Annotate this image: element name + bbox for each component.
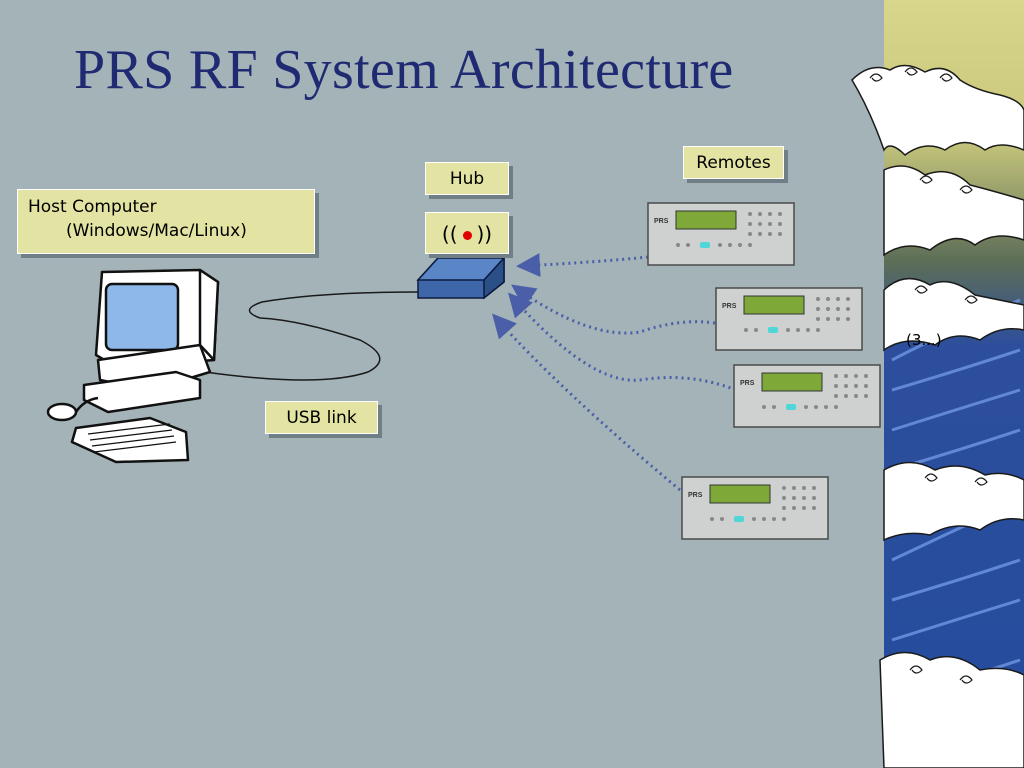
page-counter: (3...) <box>906 331 942 349</box>
device-logo: PRS <box>740 380 755 387</box>
device-logo: PRS <box>654 218 669 225</box>
host-label-line2: (Windows/Mac/Linux) <box>66 221 247 241</box>
remote-icon: PRS <box>733 364 881 428</box>
hub-label: Hub <box>425 162 509 195</box>
hub-icon <box>416 256 506 300</box>
antenna-tip-icon <box>462 231 472 240</box>
rf-link-2 <box>511 284 716 335</box>
remote-icon: PRS <box>715 287 863 351</box>
rf-link-3 <box>508 292 737 392</box>
host-label-line1: Host Computer <box>28 197 157 217</box>
usb-cable <box>204 291 419 381</box>
rf-left-mark: (( <box>441 222 458 246</box>
remote-icon: PRS <box>681 476 829 540</box>
rf-signal-label: (()) <box>425 212 509 254</box>
slide-title: PRS RF System Architecture <box>74 39 734 101</box>
rf-link-4 <box>492 313 681 492</box>
host-computer-label: Host Computer (Windows/Mac/Linux) <box>17 189 315 254</box>
remotes-label: Remotes <box>683 146 784 179</box>
device-logo: PRS <box>688 492 703 499</box>
remote-icon: PRS <box>647 202 795 266</box>
device-logo: PRS <box>722 303 737 310</box>
rf-right-mark: )) <box>476 222 493 246</box>
computer-icon <box>46 268 220 464</box>
usb-link-label: USB link <box>265 401 378 434</box>
rf-link-1 <box>516 253 649 278</box>
